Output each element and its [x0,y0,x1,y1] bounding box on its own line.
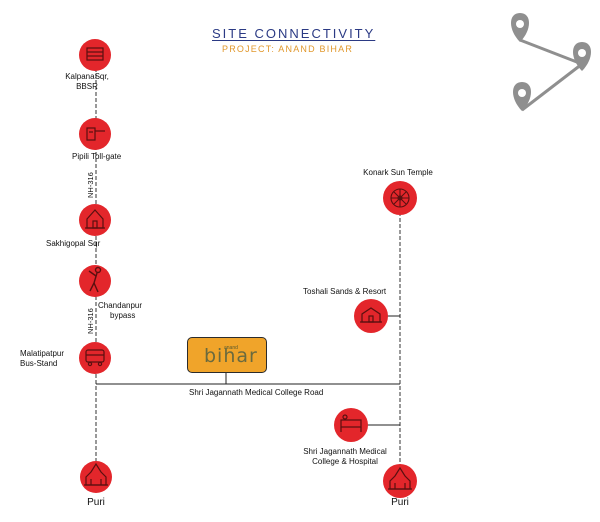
puri-left-label: Puri [87,497,105,508]
konark-label: Konark Sun Temple [363,168,433,177]
chandanpur-label: Chandanpur bypass [98,301,143,320]
route-icon [511,13,591,112]
node-sakhigopal [79,204,111,236]
golfer-icon [88,266,102,293]
pipili-label: Pipili Toll-gate [72,152,122,161]
road-label: Shri Jagannath Medical College Road [189,388,324,397]
map-pin-icon [573,42,591,71]
resort-icon [360,307,382,323]
map-title: SITE CONNECTIVITY [212,26,376,41]
node-puri-right [383,464,417,498]
node-toshali [354,299,388,333]
temple-icon [388,466,412,490]
kalpana-label: KalpanaSqr, BBSR [65,72,109,91]
puri-right-label: Puri [391,497,409,508]
medical-label: Shri Jagannath Medical College & Hospita… [303,447,387,466]
node-puri-left [80,461,112,493]
sakhigopal-label: Sakhigopal Sqr [46,239,101,248]
tollgate-icon [86,127,105,141]
node-malatipatpur [79,342,111,374]
sun-wheel-icon [390,188,410,208]
logo-text: bihar [204,345,258,367]
node-konark [383,181,417,215]
map-pin-icon [513,82,531,111]
project-logo: anand bihar [187,337,267,373]
temple-icon [85,209,105,229]
node-kalpana [79,39,111,71]
malatipatpur-label: Malatipatpur Bus-Stand [20,349,65,368]
toshali-label: Toshali Sands & Resort [303,287,387,296]
building-icon [86,47,104,61]
bus-icon [85,349,105,367]
map-pin-icon [511,13,529,42]
node-pipili [79,118,111,150]
logo-small-text: anand [224,345,238,351]
highway-label-lower: NH-316 [86,308,95,334]
node-medical [334,408,368,442]
highway-label-upper: NH-316 [86,172,95,198]
temple-icon [84,462,108,486]
node-chandanpur [79,265,111,297]
map-subtitle: PROJECT: ANAND BIHAR [222,44,354,54]
hospital-bed-icon [340,414,362,432]
